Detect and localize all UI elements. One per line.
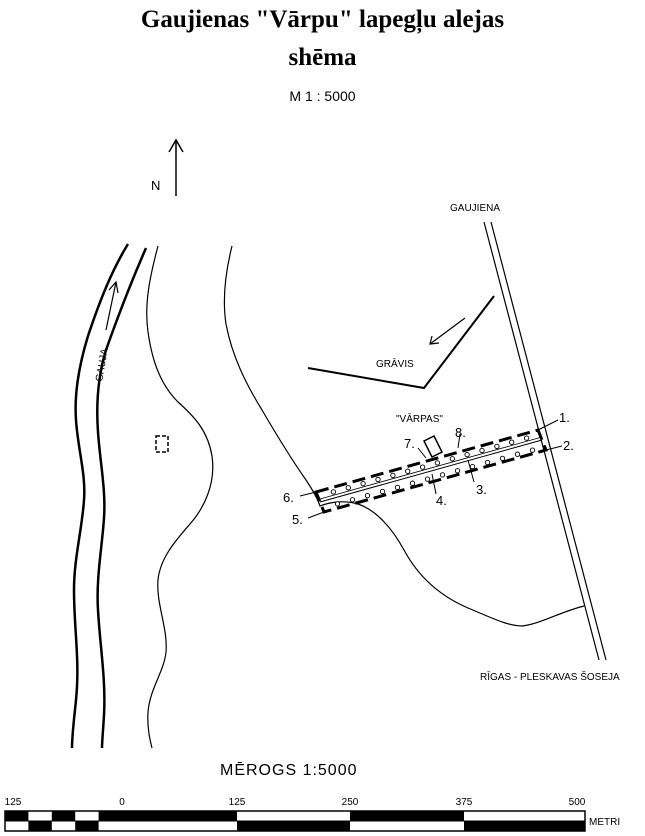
scale-tick-label-250: 250 — [342, 797, 359, 808]
larch-tree-icon — [484, 459, 491, 466]
point-label-7: 7. — [404, 436, 415, 451]
larch-tree-icon — [529, 447, 536, 453]
scale-tick-label-375: 375 — [456, 797, 473, 808]
point-label-1: 1. — [559, 410, 570, 425]
contour-line-east — [223, 245, 585, 627]
point-label-3: 3. — [476, 482, 487, 497]
larch-tree-icon — [514, 451, 521, 457]
scale-tick-label-500: 500 — [569, 797, 586, 808]
larch-tree-icon — [469, 463, 476, 470]
larch-tree-icon — [479, 447, 485, 454]
river-bank-west — [70, 243, 130, 749]
point-label-8: 8. — [455, 425, 466, 440]
larch-tree-icon — [394, 484, 401, 491]
point-label-6: 6. — [283, 490, 294, 505]
scale-bar-cell — [464, 821, 585, 831]
scale-bar-cell — [350, 811, 464, 821]
larch-tree-icon — [434, 460, 441, 466]
larch-tree-icon — [449, 456, 455, 462]
ditch-line — [307, 295, 495, 390]
larch-tree-icon — [379, 488, 386, 495]
larch-tree-icon — [499, 455, 506, 462]
scale-tick-label-125-west: 125 — [5, 797, 22, 808]
building-icon — [155, 435, 169, 453]
larch-tree-icon — [405, 468, 411, 474]
larch-tree-icon — [360, 480, 366, 487]
tree-row-north — [330, 435, 530, 495]
scale-bar-title: MĒROGS 1:5000 — [220, 761, 358, 779]
highway-line-east — [490, 221, 607, 661]
river-label: GAUJA — [94, 347, 111, 382]
north-arrow-icon — [168, 138, 184, 196]
map-scale-label: M 1 : 5000 — [289, 88, 356, 104]
north-label: N — [151, 178, 160, 193]
scale-bar-cell — [237, 821, 350, 831]
larch-tree-icon — [349, 497, 356, 503]
scale-bar-cell — [28, 821, 52, 831]
larch-tree-icon — [509, 439, 515, 445]
highway-label: RĪGAS - PLESKAVAS ŠOSEJA — [480, 670, 620, 683]
larch-tree-icon — [334, 501, 341, 507]
scale-bar-cell — [75, 821, 99, 831]
ditch-label: GRĀVIS — [376, 358, 414, 370]
river-flow-arrow-icon — [105, 280, 119, 331]
scale-bar-cell — [122, 811, 237, 821]
scale-bar-cell — [51, 811, 76, 821]
highway-line-west — [483, 221, 600, 661]
larch-tree-icon — [409, 480, 416, 486]
larch-tree-icon — [419, 464, 426, 470]
point-label-5: 5. — [292, 512, 303, 527]
point-leader-lines — [299, 419, 563, 519]
gaujiena-label: GAUJIENA — [450, 203, 500, 214]
larch-tree-icon — [364, 492, 371, 499]
scale-unit-label: METRI — [589, 817, 620, 828]
ditch-flow-arrow-icon — [429, 317, 466, 345]
larch-tree-icon — [464, 451, 470, 458]
farm-label: "VĀRPAS" — [396, 413, 443, 425]
larch-tree-icon — [494, 443, 500, 450]
point-label-4: 4. — [436, 493, 447, 508]
scale-bar — [4, 810, 586, 832]
scale-bar-cell — [98, 811, 122, 821]
map-title-line1: Gaujienas "Vārpu" lapegļu alejas — [140, 6, 505, 33]
scale-tick-label-125: 125 — [229, 797, 246, 808]
contour-line-west — [146, 245, 214, 749]
larch-tree-icon — [454, 468, 461, 474]
scale-bar-cell — [5, 811, 29, 821]
larch-tree-icon — [375, 476, 381, 483]
larch-tree-icon — [439, 472, 446, 478]
tree-row-south — [334, 447, 536, 507]
scale-tick-label-0: 0 — [119, 797, 125, 808]
point-label-2: 2. — [563, 438, 574, 453]
larch-tree-icon — [390, 472, 396, 479]
river-bank-east — [96, 247, 148, 749]
larch-tree-icon — [345, 485, 351, 491]
larch-tree-icon — [424, 476, 431, 482]
larch-tree-icon — [523, 435, 530, 441]
farmhouse-icon — [422, 434, 444, 459]
map-title-line2: shēma — [288, 44, 357, 71]
larch-tree-icon — [330, 489, 337, 495]
